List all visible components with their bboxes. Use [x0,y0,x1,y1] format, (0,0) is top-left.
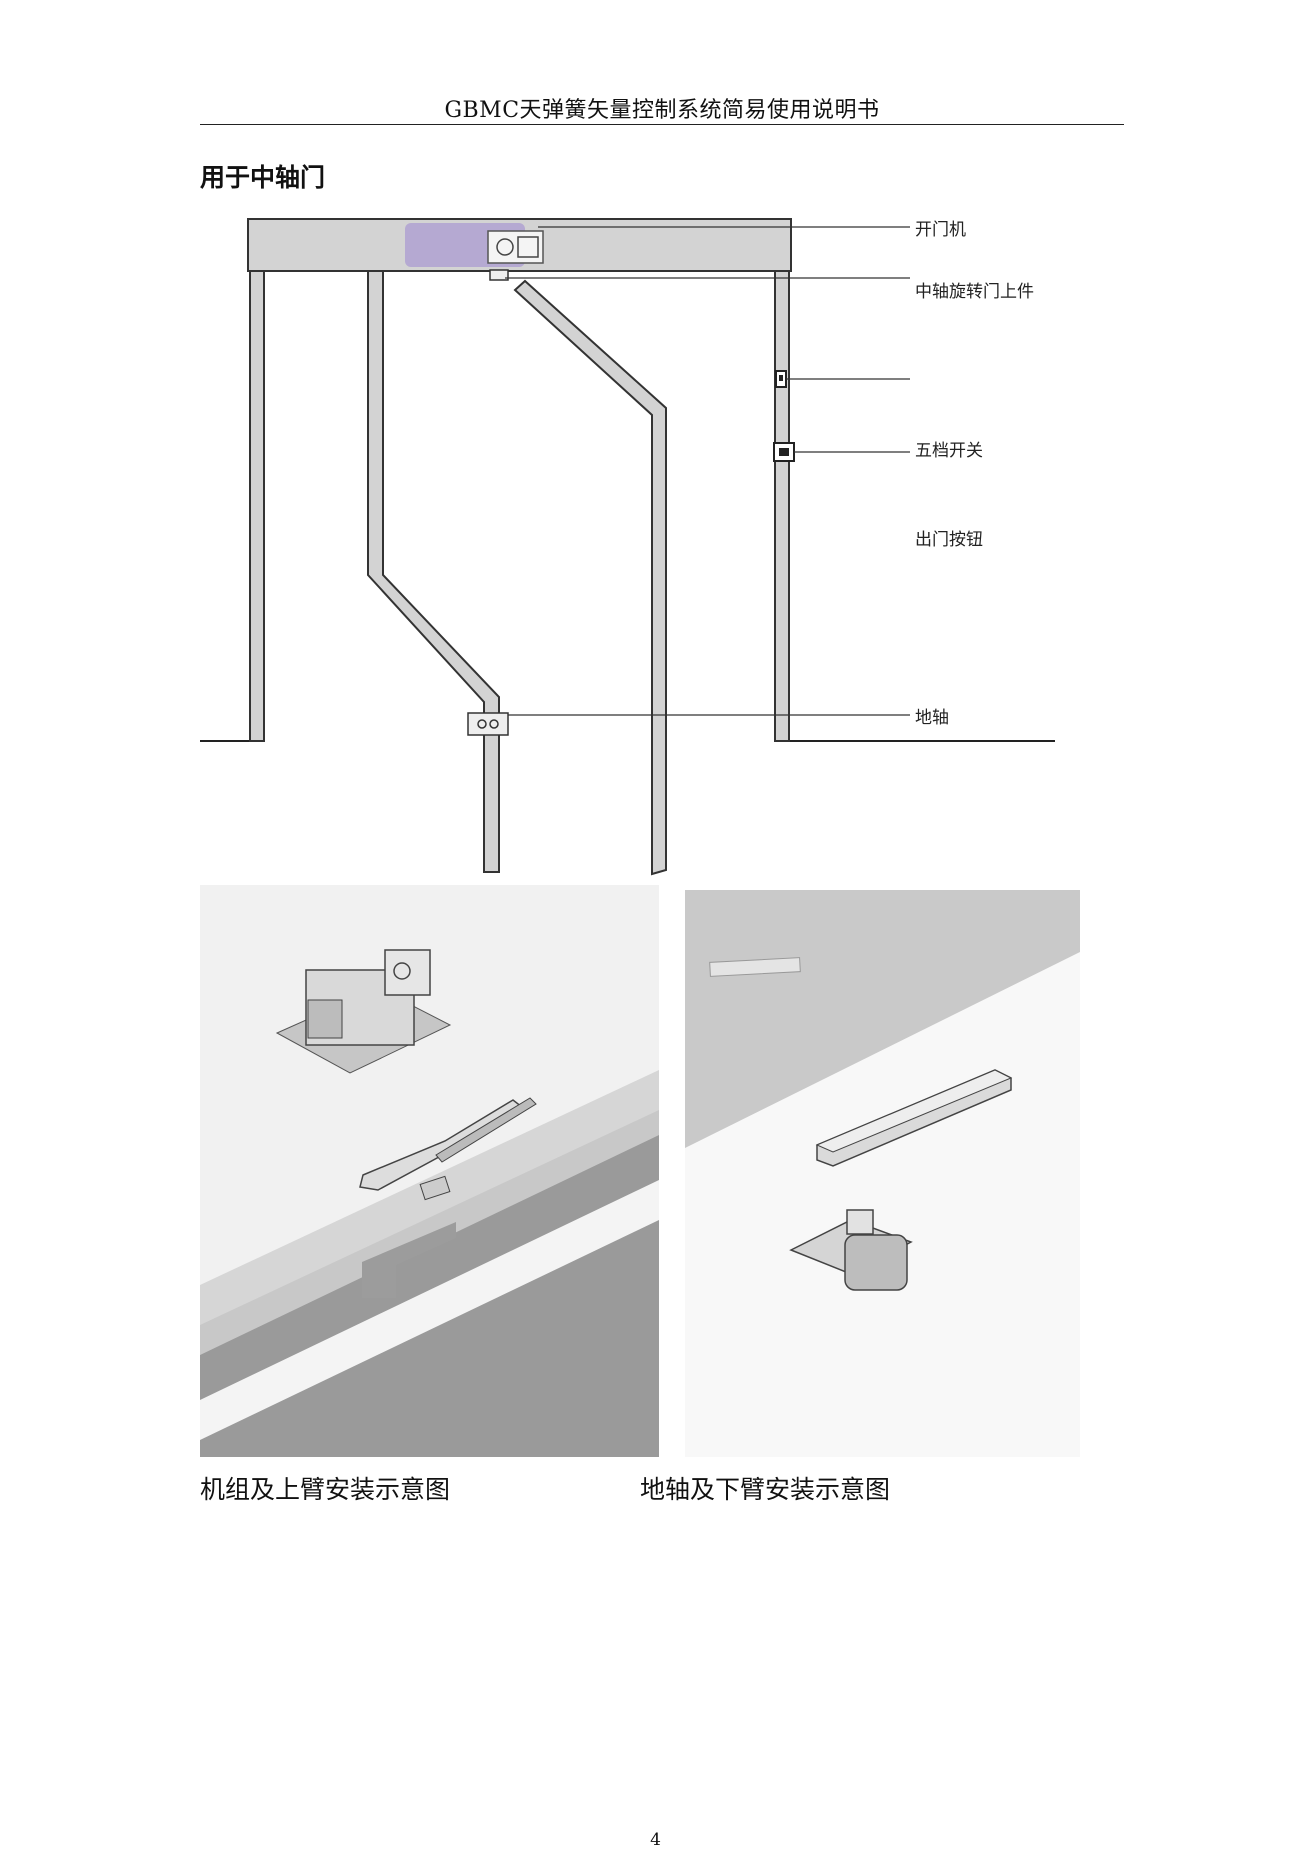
caption-floor-pivot-lower-arm: 地轴及下臂安装示意图 [640,1475,891,1504]
operator-upper-arm-photo [200,885,659,1457]
top-pivot [489,269,509,281]
page-number: 4 [650,1830,661,1850]
callout-five-position-switch: 五档开关 [915,441,983,461]
section-title: 用于中轴门 [200,163,326,192]
callout-top-pivot: 中轴旋转门上件 [915,282,1034,302]
callout-floor-pivot: 地轴 [915,708,949,728]
document-header-title: GBMC天弹簧矢量控制系统简易使用说明书 [444,98,880,123]
center-pivot-door-diagram [200,218,1055,876]
door-leaf [367,270,500,873]
door-leaf-right [513,279,667,876]
header-rule [200,124,1124,125]
right-jamb [774,270,790,742]
floor-pivot-lower-arm-photo [685,890,1080,1457]
left-jamb [249,270,265,742]
callout-exit-button: 出门按钮 [915,530,983,550]
floor-pivot [467,712,509,736]
caption-operator-upper-arm: 机组及上臂安装示意图 [200,1475,451,1504]
callout-operator: 开门机 [915,220,966,240]
